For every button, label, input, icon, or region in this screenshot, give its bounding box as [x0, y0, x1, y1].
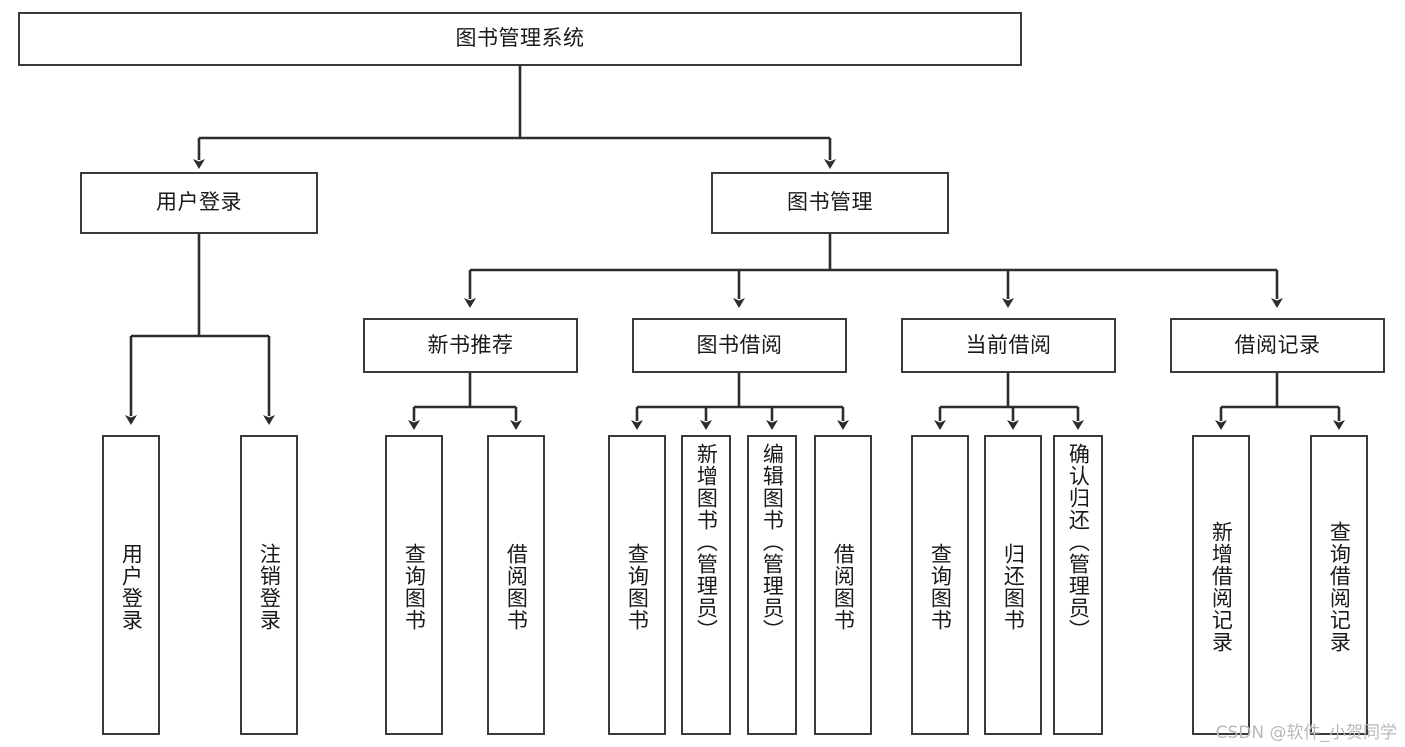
node-current-borrow[interactable]: 当前借阅: [901, 318, 1116, 373]
leaf-return-book-label: 归还图书: [1001, 543, 1026, 631]
leaf-query-book-3[interactable]: 查询图书: [911, 435, 969, 735]
node-root[interactable]: 图书管理系统: [18, 12, 1022, 66]
leaf-query-book-2-label: 查询图书: [625, 543, 650, 631]
leaf-confirm-return-label: 确认归还（管理员）: [1066, 443, 1091, 641]
leaf-query-book-1[interactable]: 查询图书: [385, 435, 443, 735]
leaf-confirm-return[interactable]: 确认归还（管理员）: [1053, 435, 1103, 735]
leaf-query-record[interactable]: 查询借阅记录: [1310, 435, 1368, 735]
leaf-logout[interactable]: 注销登录: [240, 435, 298, 735]
leaf-borrow-book-1[interactable]: 借阅图书: [487, 435, 545, 735]
node-book-borrow[interactable]: 图书借阅: [632, 318, 847, 373]
node-book-manage-label: 图书管理: [787, 190, 873, 215]
leaf-user-login[interactable]: 用户登录: [102, 435, 160, 735]
node-borrow-record[interactable]: 借阅记录: [1170, 318, 1385, 373]
node-new-book-rec[interactable]: 新书推荐: [363, 318, 578, 373]
leaf-edit-book-label: 编辑图书（管理员）: [760, 443, 785, 641]
node-user-login[interactable]: 用户登录: [80, 172, 318, 234]
leaf-return-book[interactable]: 归还图书: [984, 435, 1042, 735]
node-book-manage[interactable]: 图书管理: [711, 172, 949, 234]
leaf-query-record-label: 查询借阅记录: [1327, 521, 1352, 653]
node-book-borrow-label: 图书借阅: [696, 332, 783, 357]
node-new-book-rec-label: 新书推荐: [427, 332, 514, 357]
leaf-edit-book[interactable]: 编辑图书（管理员）: [747, 435, 797, 735]
leaf-query-book-2[interactable]: 查询图书: [608, 435, 666, 735]
leaf-borrow-book-2[interactable]: 借阅图书: [814, 435, 872, 735]
leaf-borrow-book-1-label: 借阅图书: [504, 543, 529, 631]
leaf-query-book-1-label: 查询图书: [402, 543, 427, 631]
leaf-logout-label: 注销登录: [257, 543, 282, 631]
leaf-add-record-label: 新增借阅记录: [1209, 521, 1234, 653]
node-current-borrow-label: 当前借阅: [965, 332, 1052, 357]
leaf-query-book-3-label: 查询图书: [928, 543, 953, 631]
leaf-add-book[interactable]: 新增图书（管理员）: [681, 435, 731, 735]
node-borrow-record-label: 借阅记录: [1234, 332, 1321, 357]
leaf-add-record[interactable]: 新增借阅记录: [1192, 435, 1250, 735]
node-root-label: 图书管理系统: [455, 26, 585, 51]
csdn-watermark: CSDN @软件_小贺同学: [1215, 723, 1397, 743]
leaf-borrow-book-2-label: 借阅图书: [831, 543, 856, 631]
leaf-add-book-label: 新增图书（管理员）: [694, 443, 719, 641]
node-user-login-label: 用户登录: [156, 190, 242, 215]
leaf-user-login-label: 用户登录: [119, 543, 144, 631]
